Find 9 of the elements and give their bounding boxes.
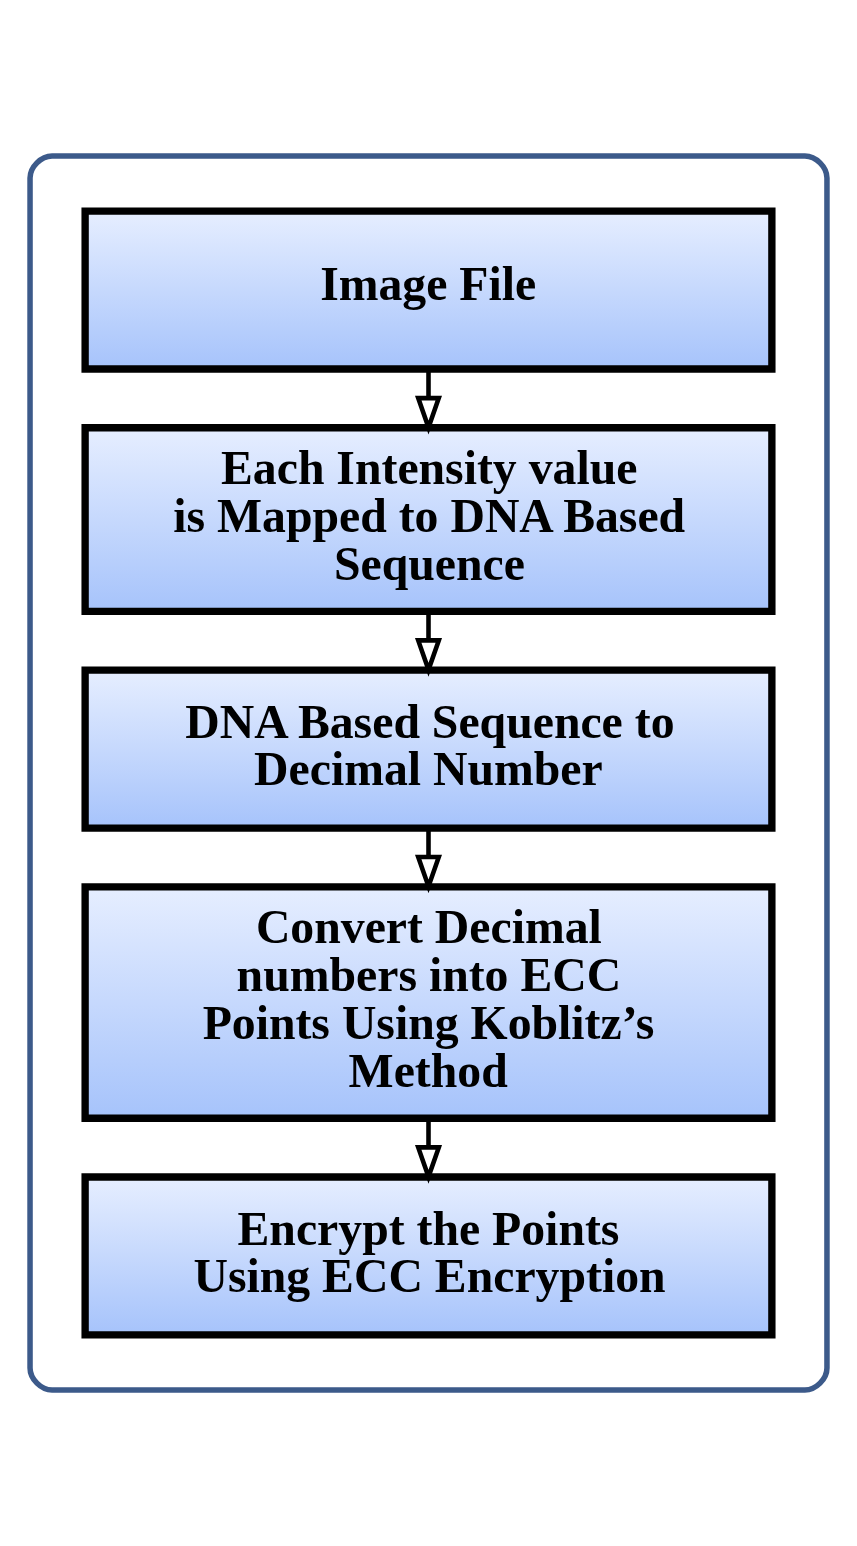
- arrow: [415, 369, 442, 435]
- arrow: [415, 612, 442, 677]
- node-box: Image File: [81, 207, 776, 373]
- node-box: Each Intensity value is Mapped to DNA Based Sequence: [81, 424, 776, 616]
- arrow: [415, 828, 442, 894]
- cluster: [27, 153, 830, 1393]
- node-box: Convert Decimal numbers into ECC Points Using Koblitz’s Method: [81, 883, 776, 1122]
- node-box: DNA Based Sequence to Decimal Number: [81, 666, 776, 832]
- node-box: Encrypt the Points Using ECC Encryption: [81, 1173, 776, 1339]
